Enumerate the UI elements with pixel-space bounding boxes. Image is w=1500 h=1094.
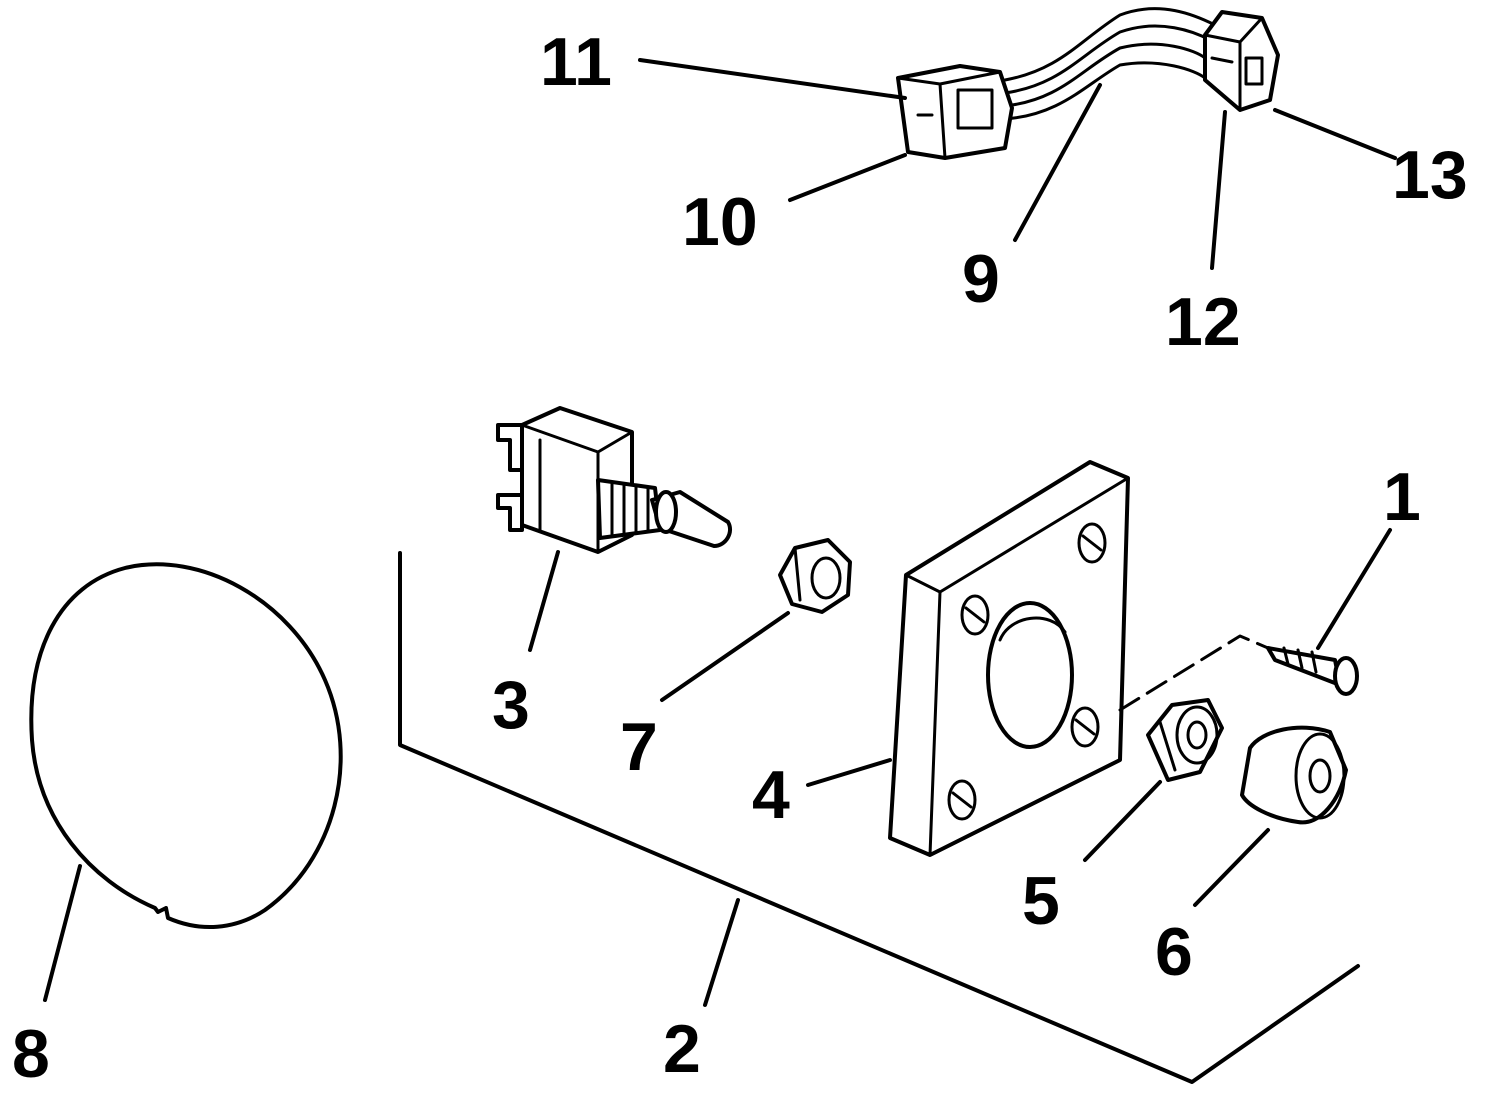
callout-1: 1 [1383, 459, 1421, 535]
leader-4 [806, 758, 892, 787]
leader-11 [638, 58, 907, 100]
leader-8 [43, 864, 82, 1002]
wire-harness-icon [1003, 7, 1217, 121]
callout-9: 9 [962, 241, 1000, 317]
leader-6 [1193, 828, 1270, 907]
callout-3: 3 [492, 667, 530, 743]
leader-2 [703, 898, 740, 1007]
callout-2: 2 [663, 1011, 701, 1087]
leader-12 [1210, 110, 1227, 270]
leader-1 [1316, 528, 1392, 650]
connector-housing-right-icon [1203, 10, 1280, 112]
callout-5: 5 [1022, 863, 1060, 939]
gasket-disc-icon [29, 562, 343, 929]
callout-labels: 1 2 3 4 5 6 7 8 9 10 11 12 13 [12, 24, 1468, 1092]
callout-13: 13 [1392, 137, 1468, 213]
callout-11: 11 [540, 24, 612, 100]
leader-lines [43, 58, 1397, 1007]
hex-nut-icon [778, 538, 852, 614]
panel-bracket-outline [398, 551, 1360, 1084]
leader-10 [788, 153, 907, 202]
leader-9 [1013, 83, 1102, 242]
mounting-plate-icon [888, 460, 1130, 857]
callout-12: 12 [1165, 284, 1241, 360]
bushing-nut-icon [1146, 698, 1224, 782]
toggle-switch-icon [496, 406, 733, 554]
callout-4: 4 [752, 757, 790, 833]
callout-10: 10 [682, 184, 758, 260]
leader-5 [1083, 780, 1162, 862]
callout-6: 6 [1155, 914, 1193, 990]
screw-icon [1266, 646, 1359, 696]
connector-housing-left-icon [896, 64, 1014, 160]
leader-13 [1273, 108, 1397, 160]
callout-7: 7 [620, 709, 658, 785]
knob-cap-icon [1240, 725, 1348, 825]
callout-8: 8 [12, 1016, 50, 1092]
leader-7 [660, 611, 790, 702]
leader-3 [528, 550, 560, 652]
